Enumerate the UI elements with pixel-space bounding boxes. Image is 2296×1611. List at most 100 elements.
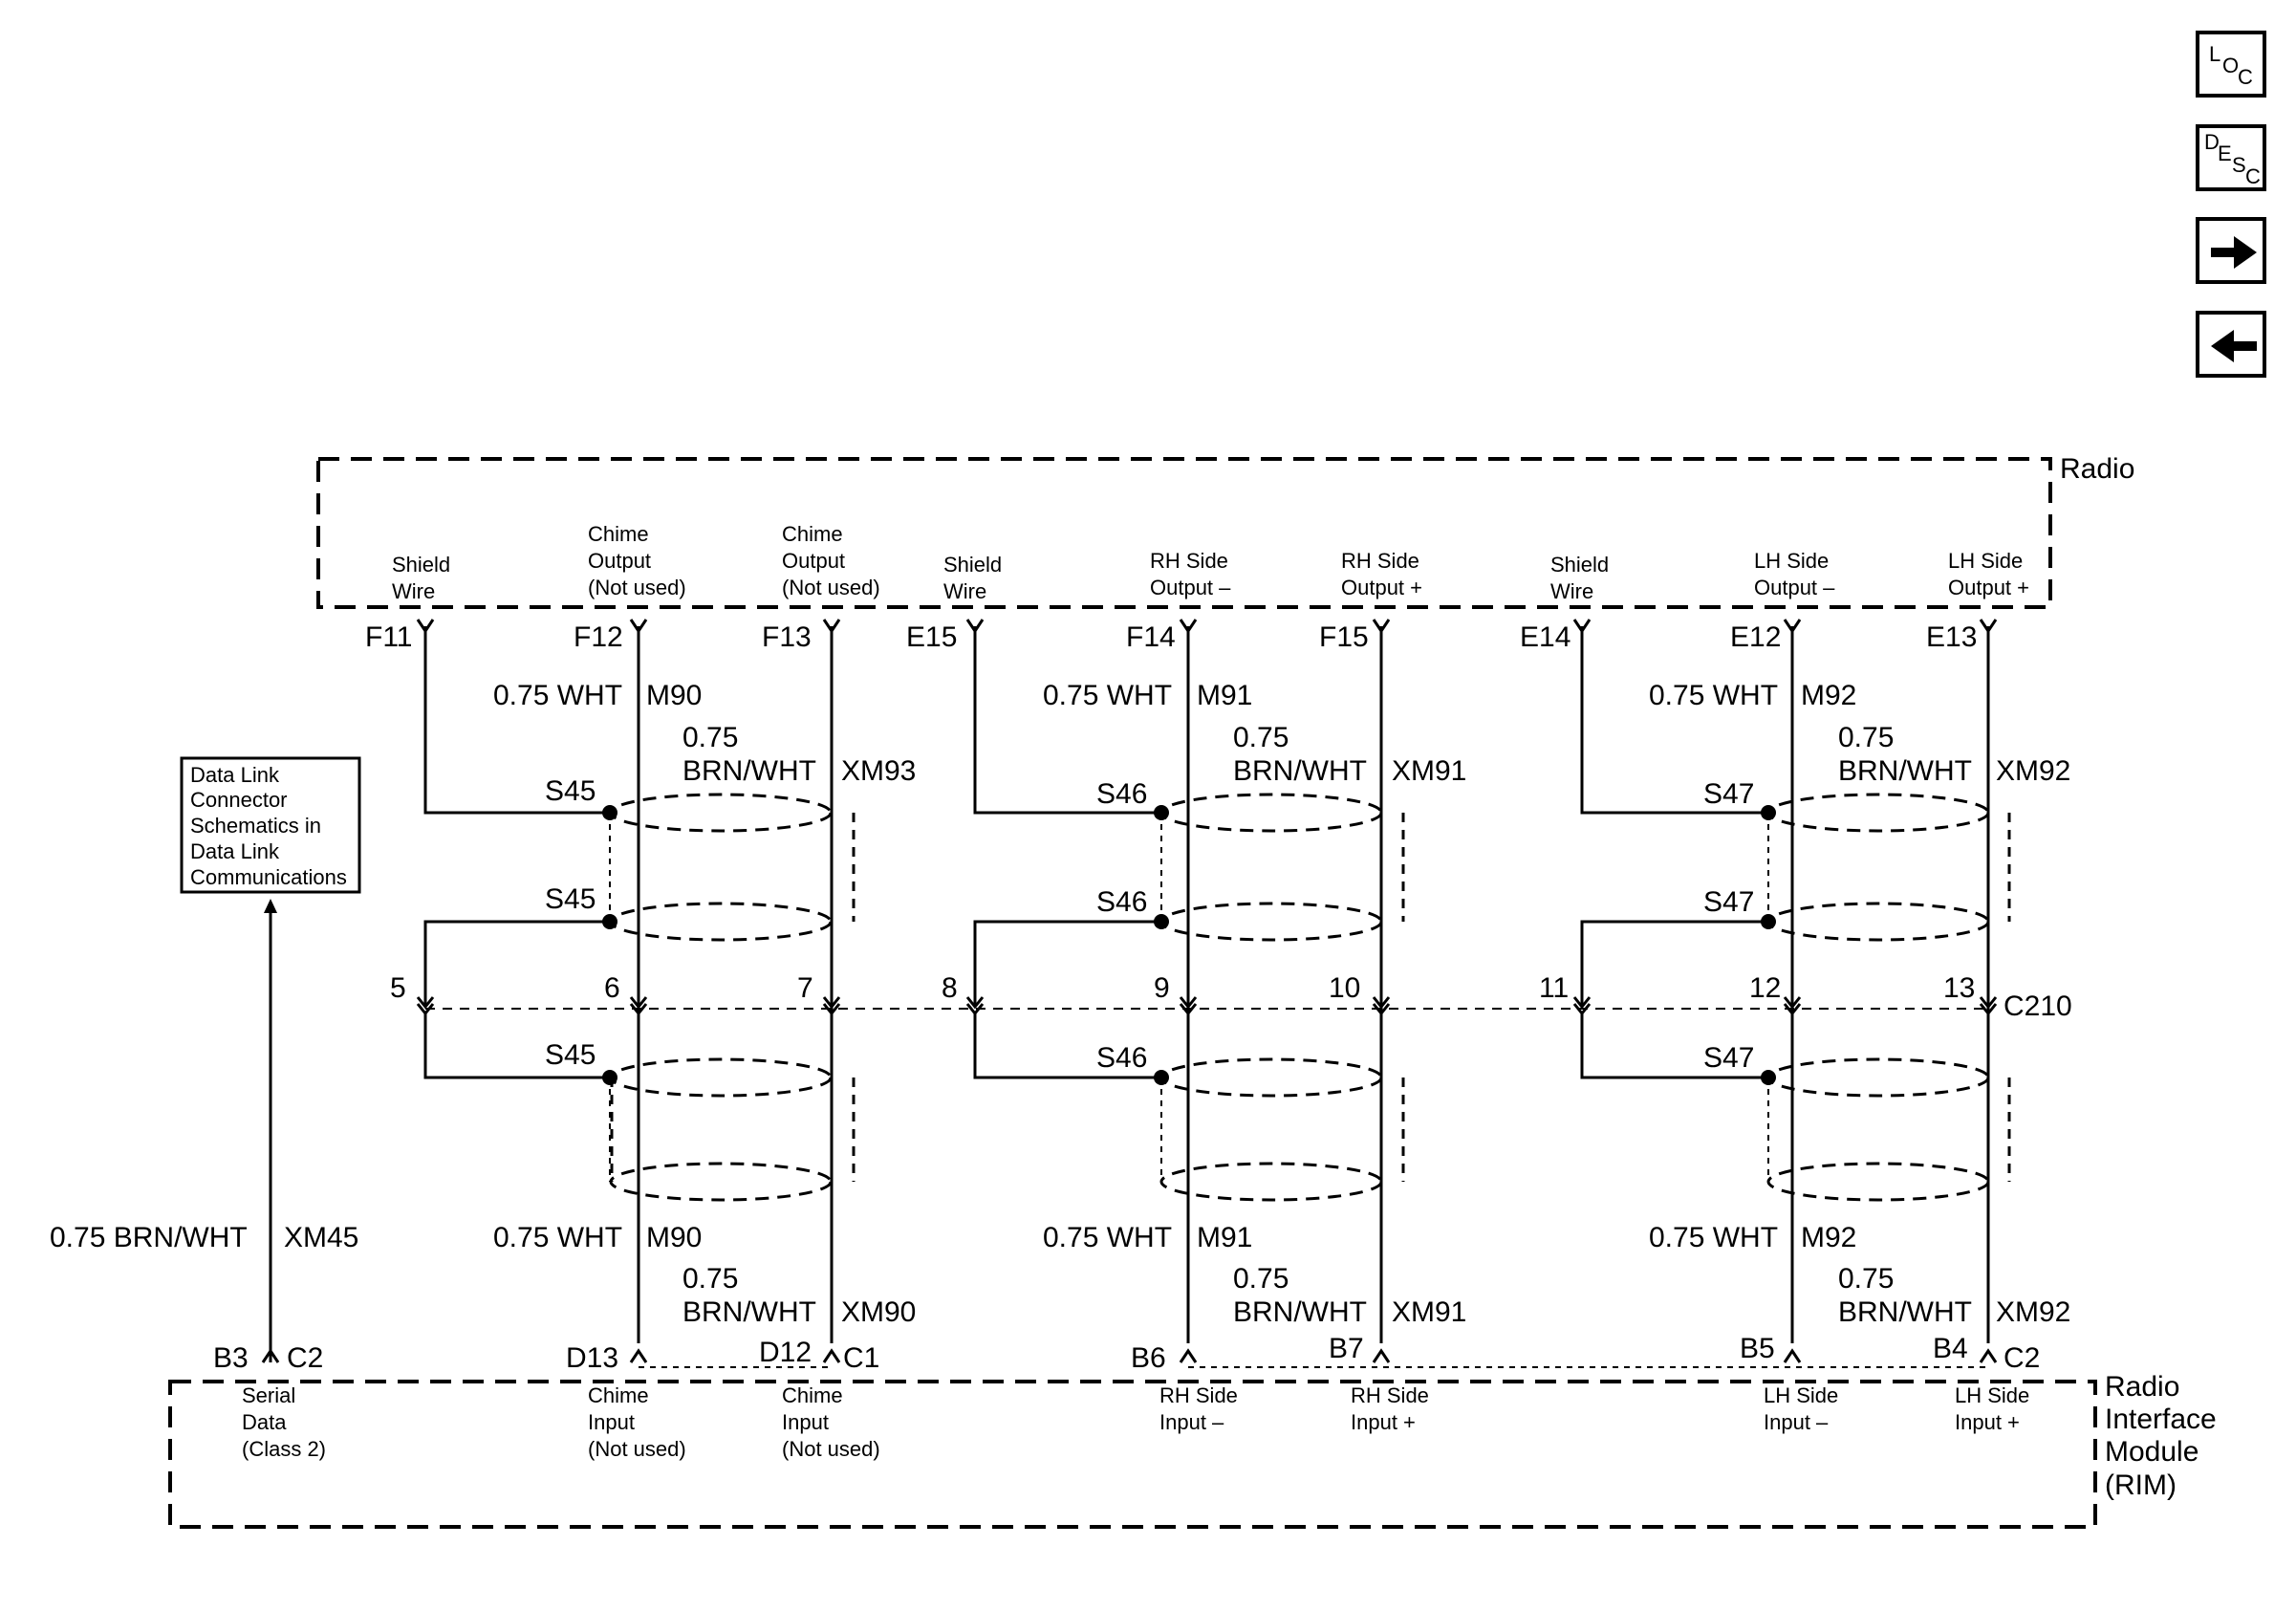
splice-label: S45 xyxy=(545,775,596,807)
desc-letter-1: D xyxy=(2204,130,2220,154)
svg-text:Data: Data xyxy=(242,1410,287,1434)
splice-label: S45 xyxy=(545,883,596,915)
svg-text:RH Side: RH Side xyxy=(1351,1383,1429,1407)
connector-number: C2 xyxy=(287,1342,323,1374)
wire-gauge: 0.75 WHT xyxy=(1649,680,1778,711)
svg-text:5: 5 xyxy=(390,972,406,1004)
splice-label: S47 xyxy=(1703,886,1754,918)
pin-number: E12 xyxy=(1730,621,1781,653)
pin-number: F11 xyxy=(365,621,412,653)
pin-desc: Output – xyxy=(1150,576,1231,599)
loc-letter-3: C xyxy=(2238,65,2253,89)
shield-s45-to-c210-top xyxy=(423,920,610,1006)
svg-text:7: 7 xyxy=(797,972,813,1004)
radio-pin-numbers: F11 F12 F13 E15 F14 F15 E14 E12 E13 xyxy=(365,621,1977,653)
rim-pin-numbers: B3 C2 D13 D12 C1 B6 B7 B5 B4 C2 xyxy=(213,1333,2040,1374)
wire-gauge: 0.75 xyxy=(1838,1263,1894,1295)
svg-text:Module: Module xyxy=(2105,1436,2199,1468)
svg-text:RH Side: RH Side xyxy=(1159,1383,1238,1407)
rim-pin-descriptions: Serial Data (Class 2) Chime Input (Not u… xyxy=(242,1383,2029,1461)
splice-labels: S45 S45 S45 S46 S46 S46 S47 S47 S47 xyxy=(545,775,1754,1074)
pin-number: B6 xyxy=(1131,1342,1166,1374)
pin-desc: Chime xyxy=(782,522,843,546)
next-page-button[interactable] xyxy=(2196,217,2266,284)
svg-text:Input +: Input + xyxy=(1351,1410,1416,1434)
pin-number: B5 xyxy=(1740,1333,1775,1364)
wire-gauge: 0.75 xyxy=(682,722,738,753)
loc-icon: L O C xyxy=(2209,42,2253,89)
shield-wire-e15 xyxy=(973,626,1161,815)
previous-page-button[interactable] xyxy=(2196,311,2266,378)
wire-circuit: XM90 xyxy=(841,1296,916,1328)
wire-gauge: 0.75 WHT xyxy=(1649,1222,1778,1253)
svg-text:Input: Input xyxy=(588,1410,635,1434)
wire-circuit: M92 xyxy=(1801,1222,1856,1253)
svg-text:Schematics in: Schematics in xyxy=(190,814,321,838)
wire-gauge: 0.75 xyxy=(1838,722,1894,753)
wire-gauge: BRN/WHT xyxy=(682,1296,816,1328)
pin-desc: Wire xyxy=(943,579,986,603)
arrow-right-icon xyxy=(2211,236,2257,269)
wire-gauge: 0.75 xyxy=(682,1263,738,1295)
pin-desc: LH Side xyxy=(1754,549,1829,573)
wire-circuit: XM45 xyxy=(284,1222,358,1253)
svg-text:LH Side: LH Side xyxy=(1955,1383,2029,1407)
wire-circuit: XM91 xyxy=(1392,755,1466,787)
svg-text:8: 8 xyxy=(942,972,958,1004)
svg-text:12: 12 xyxy=(1749,972,1781,1004)
svg-text:Chime: Chime xyxy=(588,1383,649,1407)
pin-number: E13 xyxy=(1926,621,1977,653)
wire-gauge: BRN/WHT xyxy=(682,755,816,787)
wire-gauge: 0.75 BRN/WHT xyxy=(50,1222,248,1253)
pin-number: D12 xyxy=(759,1337,812,1368)
pin-number: F13 xyxy=(762,621,812,653)
shield-c210-to-s45-bottom xyxy=(423,1012,610,1079)
splice-label: S47 xyxy=(1703,1042,1754,1074)
svg-text:LH Side: LH Side xyxy=(1764,1383,1838,1407)
wire-gauge: 0.75 xyxy=(1233,722,1289,753)
pin-number: B7 xyxy=(1329,1333,1364,1364)
wire-gauge: BRN/WHT xyxy=(1838,1296,1972,1328)
description-button[interactable]: D E S C xyxy=(2196,124,2266,191)
pin-desc: Wire xyxy=(392,579,435,603)
pin-desc: Output xyxy=(782,549,845,573)
twist-ellipse xyxy=(609,902,833,942)
radio-component-box xyxy=(316,457,2052,609)
twist-ellipse xyxy=(609,1057,833,1098)
loc-letter-1: L xyxy=(2209,42,2220,66)
radio-label: Radio xyxy=(2060,453,2134,485)
wire-circuit: XM92 xyxy=(1996,1296,2070,1328)
twist-ellipse xyxy=(609,793,833,833)
rim-pin-symbols xyxy=(261,1348,1998,1363)
desc-letter-3: S xyxy=(2232,153,2246,177)
pin-desc: (Not used) xyxy=(782,576,880,599)
svg-text:10: 10 xyxy=(1329,972,1360,1004)
dlc-reference-box xyxy=(180,756,361,894)
c210-pin-numbers: 5 6 7 8 9 10 11 12 13 C210 xyxy=(390,972,2072,1022)
svg-text:13: 13 xyxy=(1943,972,1975,1004)
pin-number: B4 xyxy=(1933,1333,1968,1364)
pin-number: D13 xyxy=(566,1342,618,1374)
pin-desc: (Not used) xyxy=(588,576,686,599)
wire-gauge: 0.75 WHT xyxy=(1043,1222,1172,1253)
connector-number: C1 xyxy=(843,1342,879,1374)
loc-letter-2: O xyxy=(2222,54,2239,77)
splice-dots xyxy=(602,805,1776,1085)
wire-circuit: M92 xyxy=(1801,680,1856,711)
svg-text:Connector: Connector xyxy=(190,788,288,812)
location-button[interactable]: L O C xyxy=(2196,31,2266,98)
desc-letter-2: E xyxy=(2218,142,2232,165)
splice-label: S45 xyxy=(545,1039,596,1071)
connector-number: C2 xyxy=(2004,1342,2040,1374)
twist-ellipse xyxy=(609,1162,833,1202)
pin-desc: LH Side xyxy=(1948,549,2023,573)
svg-text:(RIM): (RIM) xyxy=(2105,1469,2177,1501)
dlc-reference-text: Data Link Connector Schematics in Data L… xyxy=(190,763,347,889)
svg-text:Serial: Serial xyxy=(242,1383,295,1407)
c210-label: C210 xyxy=(2004,991,2072,1022)
svg-text:Radio: Radio xyxy=(2105,1371,2179,1403)
desc-letter-4: C xyxy=(2245,164,2261,188)
pin-desc: Wire xyxy=(1550,579,1593,603)
